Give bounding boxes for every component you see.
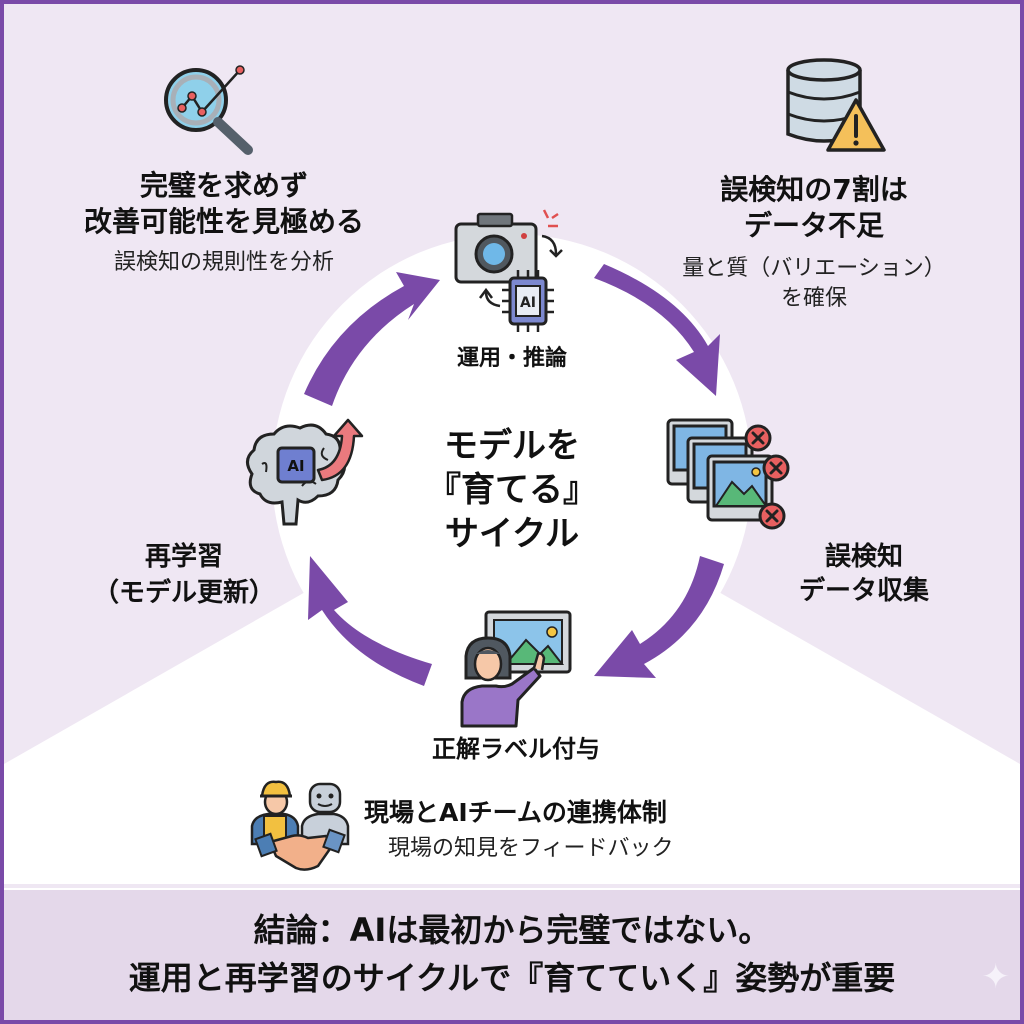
node-retrain-label-1: 再学習 bbox=[144, 542, 223, 572]
callout-tl-title-2: 改善可能性を見極める bbox=[83, 205, 364, 238]
worker-robot-handshake-icon bbox=[248, 780, 352, 876]
arrow-collect-to-label bbox=[594, 556, 724, 678]
brain-ai-upgrade-icon: AI bbox=[238, 414, 368, 540]
conclusion-line-2: 運用と再学習のサイクルで『育てていく』姿勢が重要 bbox=[128, 959, 896, 997]
node-operation-label: 運用・推論 bbox=[456, 346, 567, 371]
callout-bottom-title: 現場とAIチームの連携体制 bbox=[364, 798, 667, 827]
node-collect-label-1: 誤検知 bbox=[824, 542, 903, 572]
callout-tl-title-1: 完璧を求めず bbox=[139, 169, 308, 202]
callout-tr-title-2: データ不足 bbox=[743, 209, 884, 242]
database-warning-icon bbox=[784, 56, 894, 156]
callout-tl-sub: 誤検知の規則性を分析 bbox=[113, 250, 334, 275]
person-pointing-image-icon bbox=[456, 608, 576, 728]
svg-text:AI: AI bbox=[520, 295, 536, 311]
callout-tr-title-1: 誤検知の7割は bbox=[720, 173, 908, 206]
center-title-2: 『育てる』 bbox=[427, 470, 597, 510]
callout-bottom-sub: 現場の知見をフィードバック bbox=[388, 836, 674, 861]
arrow-label-to-retrain bbox=[308, 556, 432, 686]
cycle-circle bbox=[272, 234, 752, 714]
conclusion-banner: 結論：AIは最初から完璧ではない。 運用と再学習のサイクルで『育てていく』姿勢が… bbox=[4, 888, 1020, 1020]
sparkle-icon: ✦ bbox=[981, 957, 1011, 997]
callout-tr-sub-1: 量と質（バリエーション） bbox=[682, 256, 946, 281]
center-title-3: サイクル bbox=[444, 514, 580, 554]
conclusion-line-1: 結論：AIは最初から完璧ではない。 bbox=[253, 911, 771, 949]
cycle-background bbox=[4, 234, 1020, 884]
arrow-operation-to-collect bbox=[594, 264, 720, 396]
svg-text:AI: AI bbox=[287, 457, 304, 475]
node-label-label: 正解ラベル付与 bbox=[432, 735, 600, 763]
rejected-images-icon bbox=[664, 416, 790, 534]
center-title-1: モデルを bbox=[444, 426, 580, 466]
node-retrain-label-2: （モデル更新） bbox=[92, 578, 275, 608]
callout-tr-sub-2: を確保 bbox=[780, 286, 847, 311]
node-collect-label-2: データ収集 bbox=[798, 576, 929, 606]
magnifier-chart-icon bbox=[156, 58, 266, 158]
arrow-retrain-to-operation bbox=[304, 272, 440, 406]
camera-ai-chip-icon: AI bbox=[452, 206, 582, 336]
